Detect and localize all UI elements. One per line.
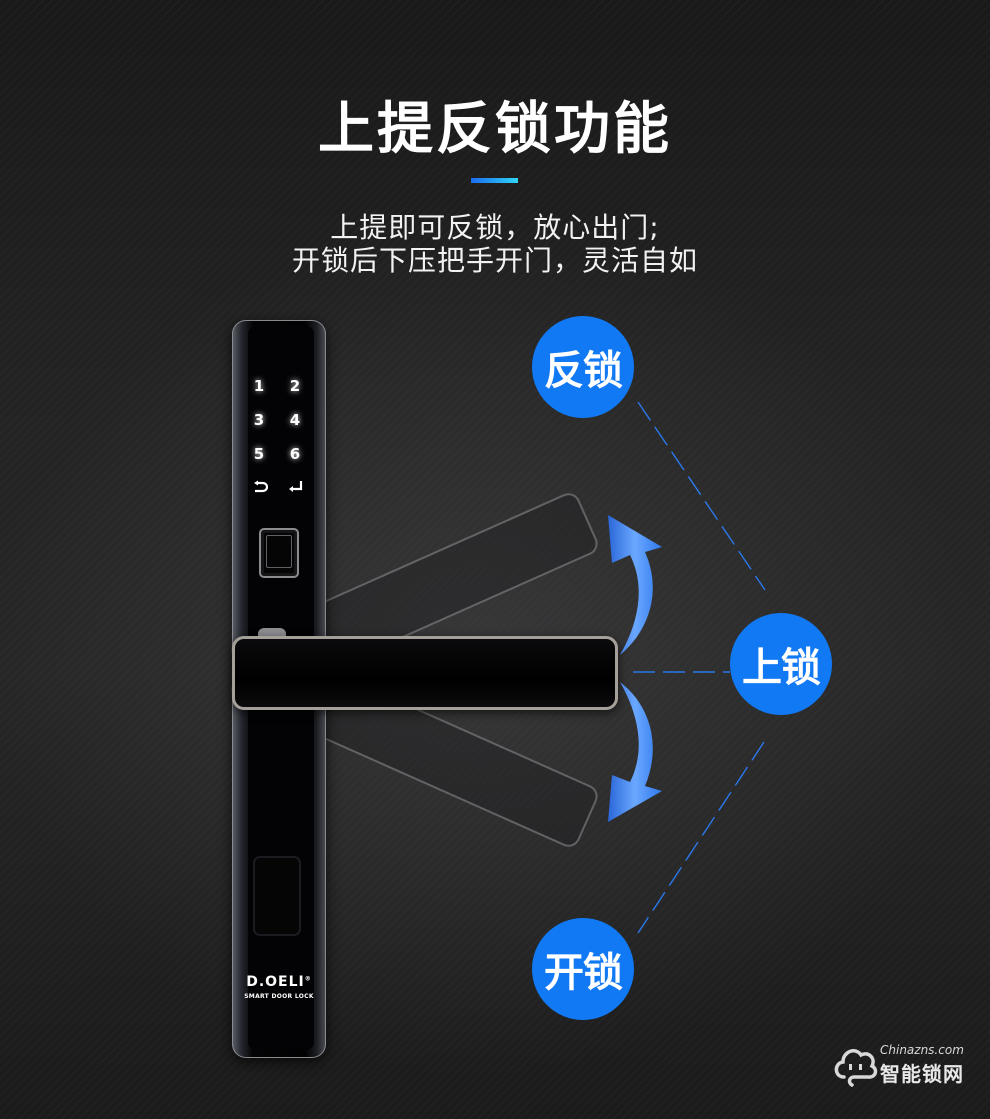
watermark-domain: Chinazns.com [880,1043,964,1057]
door-handle [232,636,618,710]
watermark: Chinazns.com 智能锁网 [832,1043,982,1093]
badge-reverse-lock: 反锁 [532,316,634,418]
keypad-key-1: 1 [253,377,265,395]
watermark-name: 智能锁网 [880,1062,964,1086]
keypad-key-2: 2 [289,377,301,395]
subtitle-line-1: 上提即可反锁，放心出门; [330,211,660,244]
keypad-key-5: 5 [253,445,265,463]
enter-icon [289,481,303,492]
cloud-icon [834,1049,878,1087]
subtitle-line-2: 开锁后下压把手开门，灵活自如 [291,244,698,277]
page-title: 上提反锁功能 [318,97,672,162]
curved-up-arrow-icon [608,515,662,655]
connector-lock-to-unlock [637,741,765,934]
brand-tagline: SMART DOOR LOCK [244,993,314,1000]
badge-lock: 上锁 [730,613,832,715]
keypad-key-3: 3 [253,411,265,429]
keypad-key-4: 4 [289,411,301,429]
brand-logo: D.OELI® [246,974,312,990]
connector-reverse-to-lock [637,401,766,591]
curved-down-arrow-icon [608,682,662,822]
badge-unlock: 开锁 [532,918,634,1020]
back-arrow-icon [254,480,268,493]
title-accent-bar [471,178,518,183]
key-cylinder-cover [253,856,301,936]
keypad-key-6: 6 [289,445,301,463]
fingerprint-sensor [259,528,299,578]
